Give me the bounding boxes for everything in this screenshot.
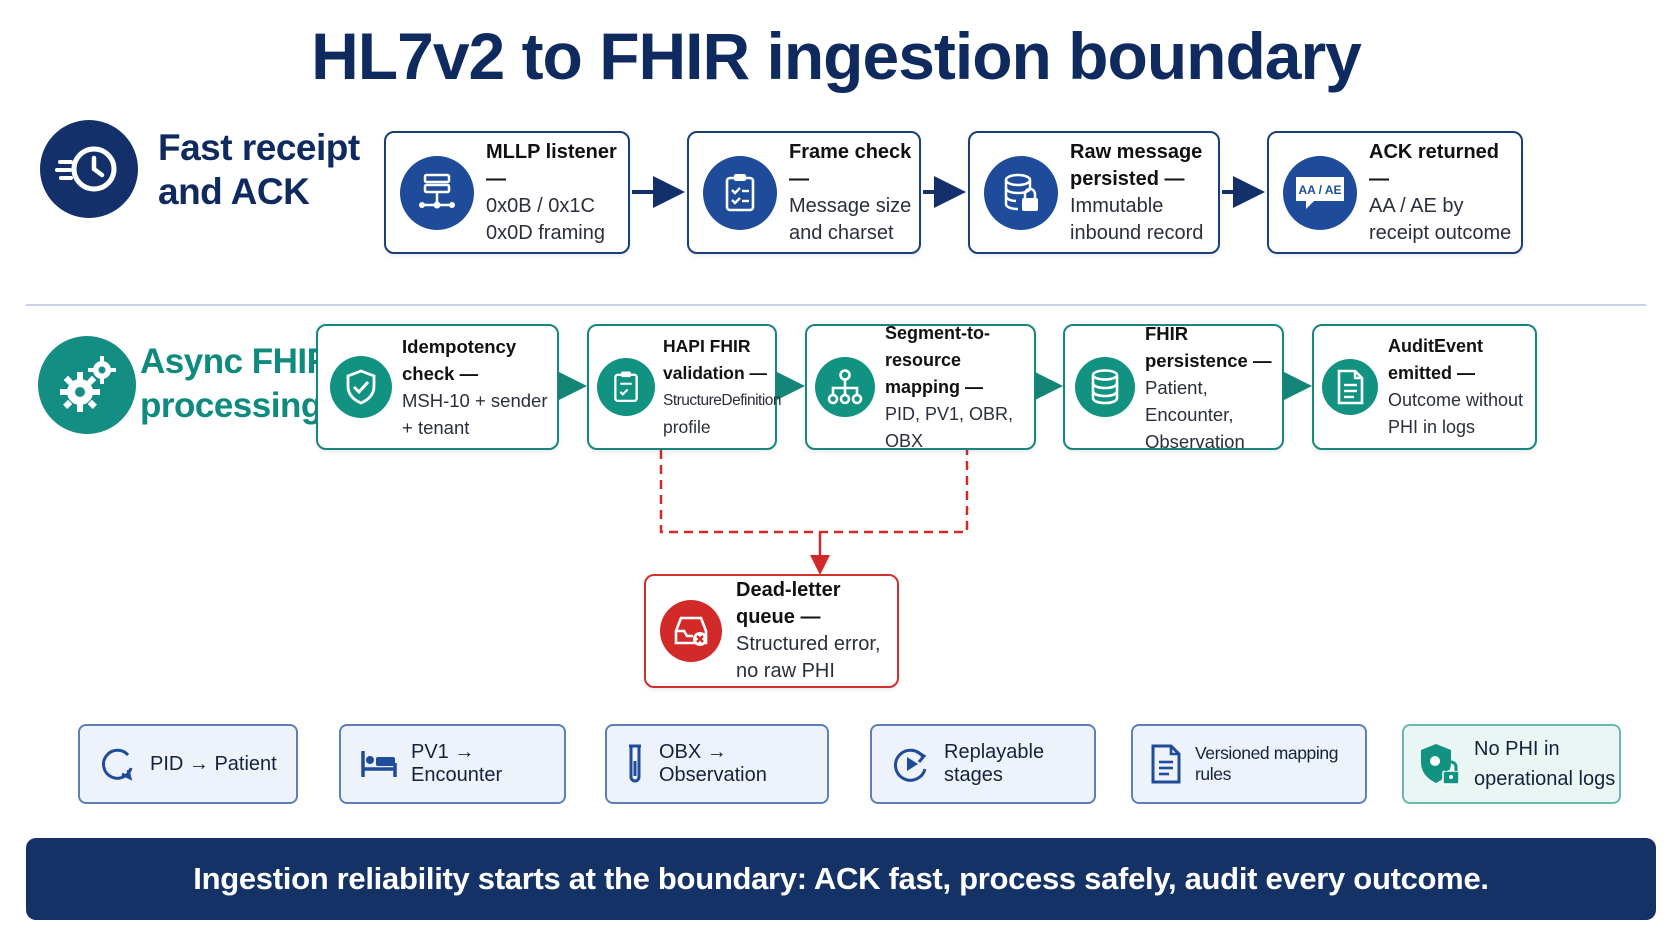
clock-speed-icon (40, 120, 138, 218)
step-detail: Immutable (1070, 194, 1164, 217)
chip-label-line: No PHI in (1474, 738, 1560, 760)
section-label-async: Async FHIR processing (140, 340, 332, 428)
step-title: Raw message (1070, 140, 1203, 163)
chip-pid-patient: PID → Patient (78, 724, 298, 804)
chip-label: PV1 → Encounter (411, 741, 503, 786)
step-ack-returned: AA / AE ACK returned — AA / AE by receip… (1267, 131, 1523, 254)
step-segment-mapping: Segment-to-resource mapping — PID, PV1, … (805, 323, 1036, 451)
chip-no-phi-logs: No PHI in operational logs (1402, 724, 1621, 804)
chip-label: PID → Patient (150, 752, 277, 775)
chip-versioned-mapping-rules: Versioned mapping rules (1131, 724, 1367, 804)
step-detail: Structured error, (736, 633, 881, 655)
summary-banner: Ingestion reliability starts at the boun… (26, 838, 1656, 920)
inbox-error-icon (660, 600, 722, 662)
section-label-fast: Fast receipt and ACK (158, 126, 360, 214)
dead-letter-path (659, 450, 969, 534)
step-detail: inbound record (1070, 221, 1204, 244)
document-icon (1322, 359, 1378, 415)
dead-letter-queue: Dead-letter queue — Structured error, no… (644, 574, 899, 688)
chip-replayable-stages: Replayable stages (870, 724, 1096, 804)
chip-label: OBX → Observation (659, 741, 767, 786)
chip-label: No PHI in operational logs (1474, 734, 1615, 794)
step-fhir-persistence: FHIR persistence — Patient, Encounter, O… (1063, 323, 1284, 452)
step-audit-event: AuditEvent emitted — Outcome without PHI… (1312, 324, 1537, 450)
refresh-icon (98, 744, 138, 784)
replay-icon (890, 743, 932, 785)
step-detail: + tenant (402, 417, 470, 438)
gears-icon (38, 336, 136, 434)
document-icon (1149, 743, 1183, 785)
chip-label-line: operational logs (1474, 768, 1616, 790)
chip-obx-observation: OBX → Observation (605, 724, 829, 804)
step-title: ACK returned — (1369, 140, 1500, 190)
chip-label: Versioned mapping rules (1195, 743, 1339, 784)
step-raw-message-persisted: Raw message persisted — Immutable inboun… (968, 131, 1220, 254)
chip-pv1-encounter: PV1 → Encounter (339, 724, 566, 804)
step-title: Idempotency check — (402, 336, 517, 384)
step-detail: 0x0D framing (486, 221, 605, 244)
server-network-icon (400, 155, 474, 230)
shield-lock-icon (1418, 741, 1462, 787)
test-tube-icon (623, 743, 647, 785)
step-detail: and charset (789, 221, 894, 244)
step-detail: StructureDefinition (663, 392, 782, 409)
step-detail: AA / AE by (1369, 194, 1464, 217)
step-detail: receipt outcome (1369, 221, 1512, 244)
step-detail: Patient, Encounter, (1145, 376, 1234, 425)
step-title: Segment-to-resource (885, 322, 990, 370)
hierarchy-icon (815, 357, 875, 417)
page-title: HL7v2 to FHIR ingestion boundary (311, 19, 1362, 93)
database-lock-icon (984, 155, 1058, 230)
section-label-line: and ACK (158, 171, 310, 212)
section-label-line: processing (140, 386, 322, 425)
section-divider (26, 304, 1646, 306)
step-detail: profile (663, 417, 711, 437)
chip-label: Replayable stages (944, 741, 1045, 786)
clipboard-check-icon (703, 155, 777, 230)
step-title: MLLP listener — (486, 140, 617, 190)
step-detail: Outcome without (1388, 390, 1524, 410)
shield-check-icon (330, 356, 392, 418)
section-label-line: Async FHIR (140, 342, 332, 381)
step-detail: no raw PHI (736, 660, 835, 682)
bed-icon (359, 747, 399, 781)
step-detail: PID, PV1, OBR, OBX (885, 403, 1014, 451)
step-title: validation — (663, 363, 768, 383)
step-title: persisted — (1070, 167, 1185, 190)
step-detail: Message size (789, 194, 912, 217)
database-icon (1075, 357, 1135, 417)
step-title: mapping — (885, 376, 983, 397)
clipboard-check-icon (597, 358, 655, 416)
step-detail: 0x0B / 0x1C (486, 194, 595, 217)
step-title: Dead-letter queue — (736, 579, 841, 628)
step-detail: PHI in logs (1388, 417, 1476, 437)
step-detail: Observation (1145, 430, 1245, 452)
step-title: AuditEvent emitted — (1388, 336, 1484, 383)
step-detail: MSH-10 + sender (402, 390, 548, 411)
step-hapi-fhir-validation: HAPI FHIR validation — StructureDefiniti… (587, 324, 782, 450)
step-frame-check: Frame check — Message size and charset (687, 131, 921, 254)
speech-bubble-icon: AA / AE (1283, 155, 1357, 230)
step-title: Frame check — (789, 140, 912, 190)
step-title: HAPI FHIR (663, 336, 751, 356)
step-idempotency-check: Idempotency check — MSH-10 + sender + te… (316, 324, 559, 450)
icon-label: AA / AE (1298, 183, 1341, 197)
step-title: FHIR persistence — (1145, 322, 1272, 371)
section-label-line: Fast receipt (158, 127, 360, 168)
step-mllp-listener: MLLP listener — 0x0B / 0x1C 0x0D framing (384, 131, 630, 254)
